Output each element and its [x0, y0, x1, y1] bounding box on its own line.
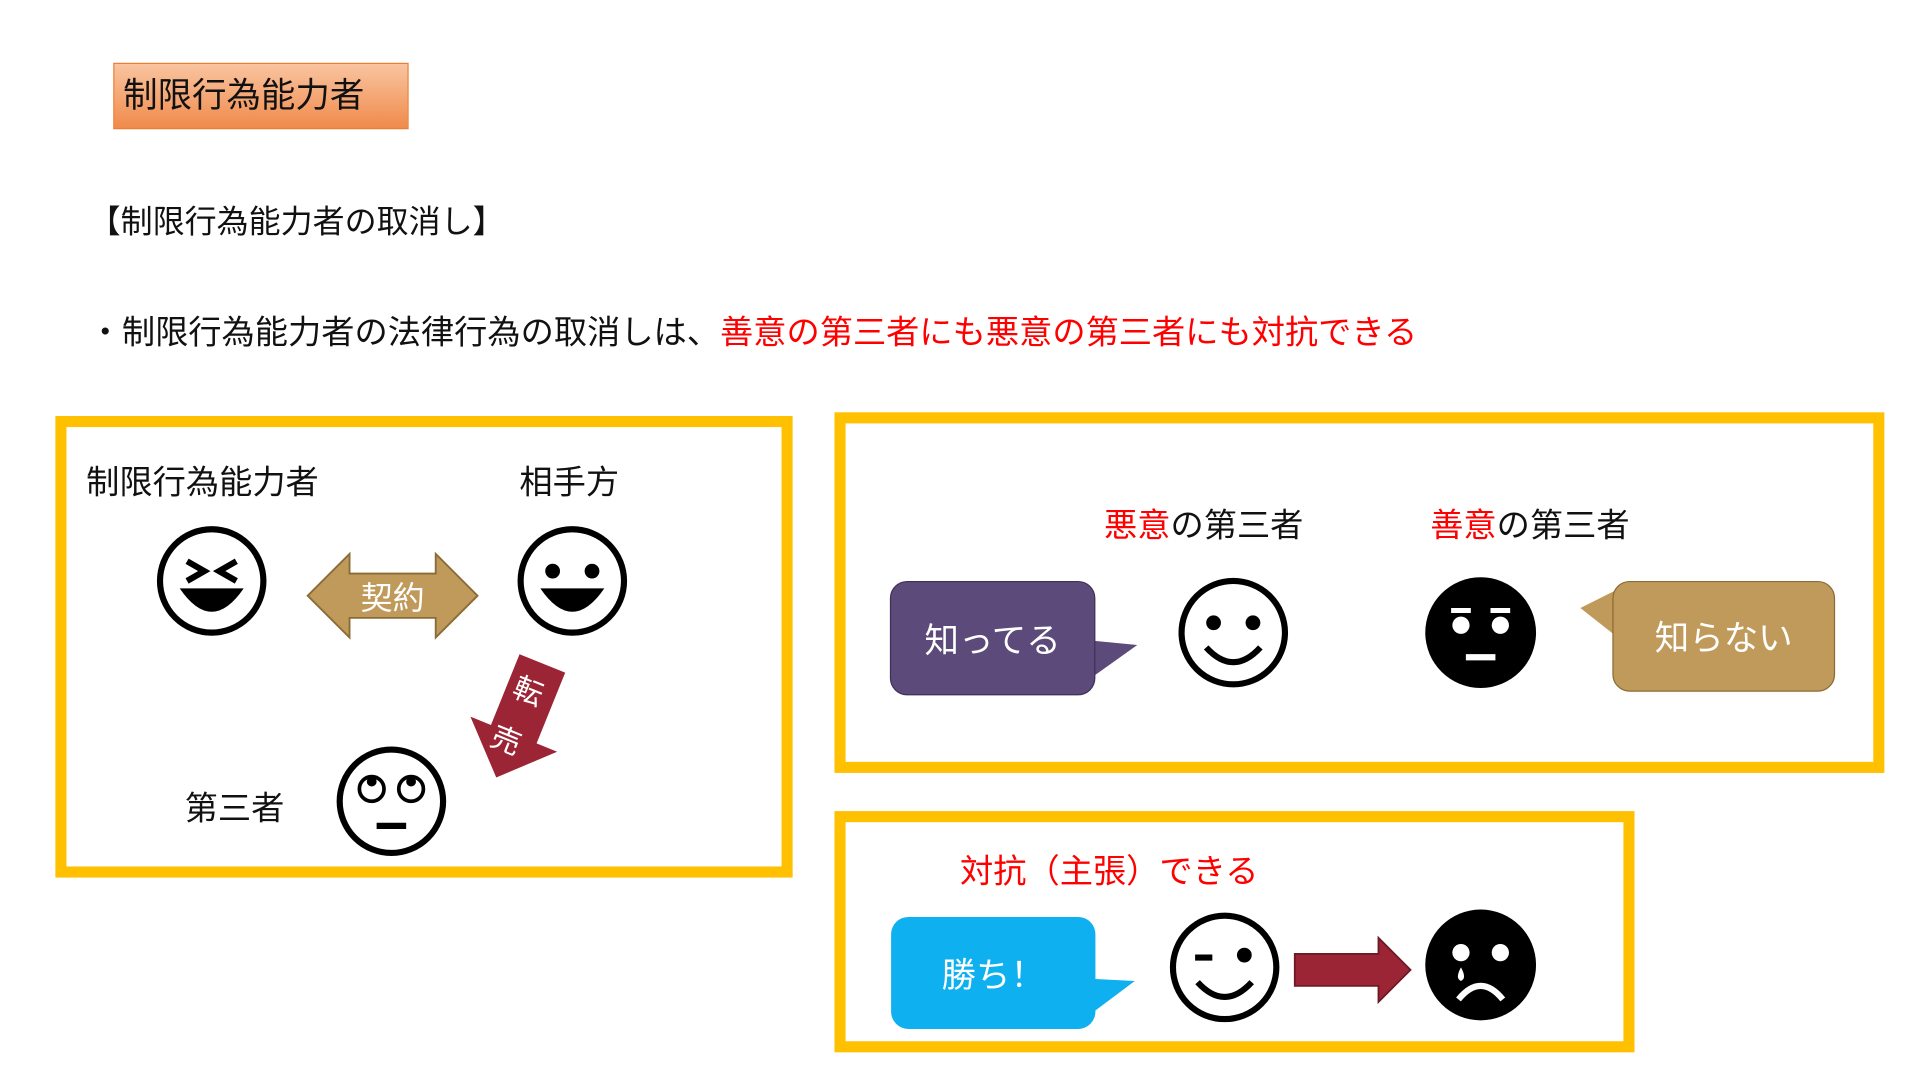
smiling-face-icon	[517, 526, 628, 636]
speech-bubble-tail-not-knows	[1580, 590, 1615, 636]
bad-faith-rest: の第三者	[1170, 507, 1304, 546]
bad-faith-red: 悪意	[1104, 507, 1171, 546]
third-party-label: 第三者	[184, 790, 285, 829]
good-faith-label: 善意の第三者	[1430, 498, 1629, 546]
resale-arrow-icon	[470, 654, 566, 778]
contract-double-arrow-icon	[306, 551, 479, 640]
crying-face-icon	[1425, 909, 1537, 1021]
eye-rolling-face-icon	[336, 746, 447, 857]
result-arrow-icon	[1293, 935, 1412, 1005]
winking-face-icon	[1169, 912, 1280, 1023]
statement: ・制限行為能力者の法律行為の取消しは、善意の第三者にも悪意の第三者にも対抗できる	[89, 305, 1418, 353]
contract-label: 契約	[360, 580, 425, 618]
section-heading: 【制限行為能力者の取消し】	[88, 204, 505, 242]
contract-diagram-frame	[55, 416, 793, 878]
speech-bubble-tail-knows	[1085, 640, 1138, 682]
title-badge: 制限行為能力者	[113, 62, 409, 130]
smiling-face-icon	[1178, 577, 1289, 688]
bubble-win: 勝ち！	[891, 916, 1096, 1029]
speech-bubble-tail-win	[1085, 978, 1135, 1018]
neutral-dark-face-icon	[1425, 577, 1537, 689]
statement-emphasis: 善意の第三者にも悪意の第三者にも対抗できる	[720, 313, 1418, 353]
laughing-face-icon	[156, 526, 267, 636]
result-diagram-frame	[834, 811, 1635, 1053]
party-a-label: 制限行為能力者	[86, 464, 319, 503]
counter-claim-label: 対抗（主張）できる	[960, 852, 1259, 892]
bad-faith-label: 悪意の第三者	[1104, 498, 1303, 546]
third-party-diagram-frame	[834, 412, 1885, 773]
bubble-knows: 知ってる	[889, 580, 1096, 696]
good-faith-rest: の第三者	[1496, 507, 1630, 546]
bullet: ・	[88, 313, 122, 353]
bubble-not-knows: 知らない	[1612, 580, 1836, 692]
statement-prefix: 制限行為能力者の法律行為の取消しは、	[121, 313, 721, 353]
good-faith-red: 善意	[1430, 507, 1497, 546]
party-b-label: 相手方	[519, 464, 620, 503]
